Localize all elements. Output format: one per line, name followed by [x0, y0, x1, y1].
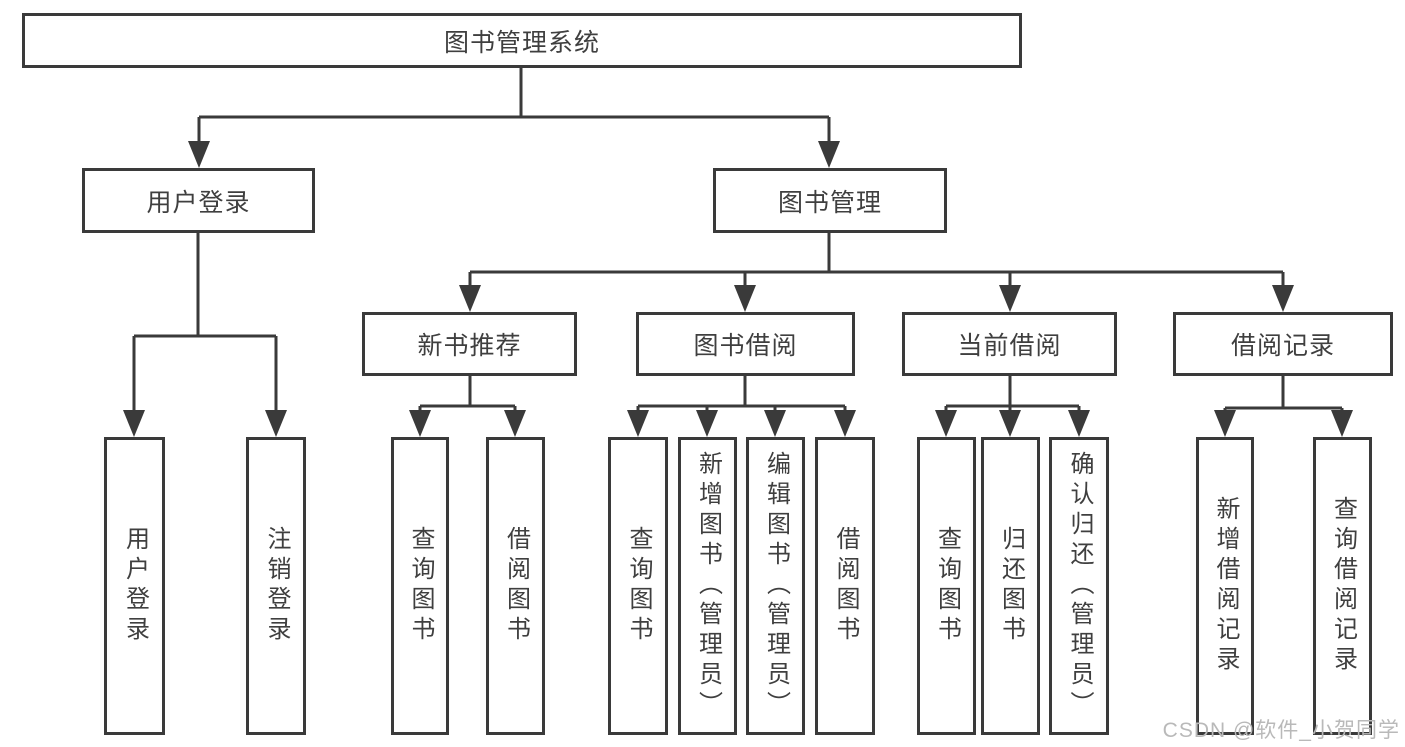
node-user-login-branch: 用户登录	[82, 168, 315, 233]
node-borrowing-records: 借阅记录	[1173, 312, 1393, 376]
connector-currentborrow-to-leaves	[944, 376, 1081, 414]
node-book-management: 图书管理	[713, 168, 947, 233]
node-label: 图书管理系统	[443, 28, 600, 57]
node-label: 当前借阅	[957, 332, 1062, 360]
node-library-management-system: 图书管理系统	[22, 13, 1022, 68]
node-label: 用户登录	[146, 188, 251, 217]
node-label: 查询借阅记录	[1329, 496, 1357, 676]
leaf-user-login: 用户登录	[104, 437, 165, 735]
node-label: 借阅图书	[502, 526, 530, 646]
leaf-edit-books-admin: 编辑图书（管理员）	[746, 437, 805, 735]
leaf-confirm-return-admin: 确认归还（管理员）	[1049, 437, 1109, 735]
node-label: 图书管理	[777, 188, 882, 217]
node-label: 确认归还（管理员）	[1066, 451, 1093, 721]
node-label: 查询图书	[933, 526, 961, 646]
connector-records-to-leaves	[1223, 376, 1344, 414]
node-label: 查询图书	[407, 526, 434, 646]
leaf-add-books-admin: 新增图书（管理员）	[678, 437, 737, 735]
node-label: 新增图书（管理员）	[694, 451, 722, 721]
node-label: 新增借阅记录	[1212, 496, 1239, 676]
arrowheads	[123, 141, 1353, 437]
connector-bookmgmt-to-level3	[468, 233, 1285, 289]
leaf-query-books-current: 查询图书	[917, 437, 976, 735]
connector-root-to-level2	[197, 68, 831, 144]
csdn-watermark: CSDN @软件_小贺同学	[1162, 719, 1400, 742]
leaf-query-books-borrow: 查询图书	[608, 437, 668, 735]
node-new-book-recommendation: 新书推荐	[362, 312, 577, 376]
connector-bookborrow-to-leaves	[636, 376, 847, 414]
node-label: 借阅记录	[1230, 332, 1335, 360]
node-label: 新书推荐	[417, 332, 522, 360]
leaf-logout: 注销登录	[246, 437, 306, 735]
node-label: 图书借阅	[693, 332, 798, 360]
leaf-query-borrow-record: 查询借阅记录	[1313, 437, 1372, 735]
connector-userlogin-to-leaves	[132, 233, 278, 414]
node-label: 归还图书	[997, 526, 1025, 646]
node-book-borrowing: 图书借阅	[636, 312, 855, 376]
node-label: 借阅图书	[832, 526, 859, 646]
leaf-return-books: 归还图书	[981, 437, 1040, 735]
node-current-borrowing: 当前借阅	[902, 312, 1117, 376]
node-label: 查询图书	[625, 526, 652, 646]
leaf-borrow-books-recommend: 借阅图书	[486, 437, 545, 735]
connector-newbook-to-leaves	[418, 376, 517, 414]
leaf-borrow-books: 借阅图书	[815, 437, 875, 735]
leaf-query-books-recommend: 查询图书	[391, 437, 449, 735]
node-label: 注销登录	[263, 526, 290, 646]
leaf-add-borrow-record: 新增借阅记录	[1196, 437, 1254, 735]
node-label: 用户登录	[121, 526, 149, 646]
node-label: 编辑图书（管理员）	[762, 451, 790, 721]
